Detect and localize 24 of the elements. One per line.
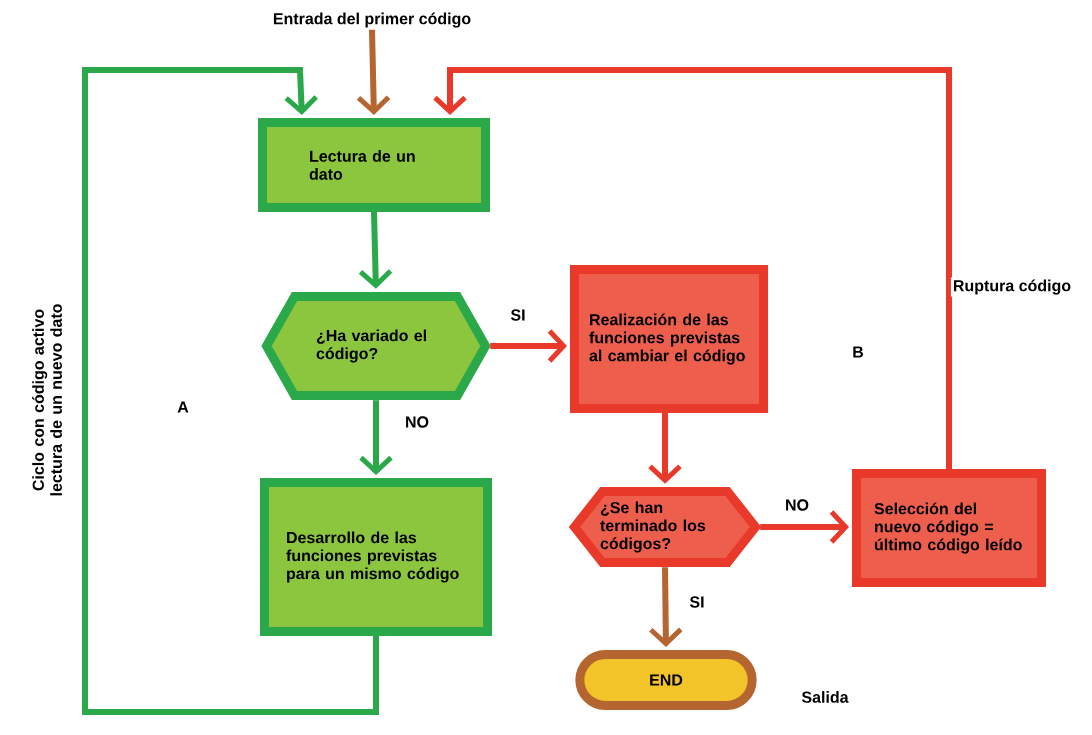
edge-label: SI — [508, 307, 528, 323]
arrow — [649, 567, 683, 647]
terminator-box: END — [575, 650, 757, 710]
arrow — [760, 510, 849, 544]
edge-label: Ciclo con código activo lectura de un nuevo dato — [30, 268, 64, 532]
edge-label: Ruptura código — [950, 277, 1074, 297]
process-box: Lectura de un dato — [258, 118, 490, 212]
entry-label: Entrada del primer código — [273, 12, 471, 28]
arrow — [358, 211, 393, 289]
edge-label: NO — [403, 414, 431, 430]
arrow — [648, 413, 682, 484]
arrow — [433, 67, 952, 469]
edge-label: SI — [687, 594, 707, 610]
region-letter: A — [177, 401, 189, 413]
beside-label: Salida — [801, 691, 849, 703]
process-box: Desarrollo de las funciones previstas para un mismo código — [260, 478, 492, 636]
arrow — [356, 29, 391, 115]
process-box: Selección del nuevo código = último código leído — [852, 469, 1046, 587]
region-letter: B — [853, 346, 864, 358]
arrow — [490, 329, 567, 363]
arrow — [359, 400, 393, 475]
arrow — [82, 67, 379, 715]
process-box: Realización de las funciones previstas al cambiar el código — [570, 265, 768, 413]
edge-label: NO — [783, 497, 811, 513]
